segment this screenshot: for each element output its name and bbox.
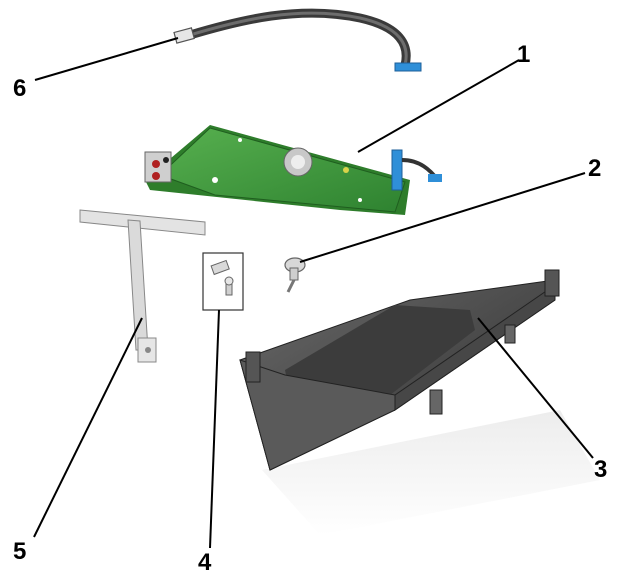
controller-board — [144, 125, 442, 215]
mounting-bracket — [79, 209, 206, 363]
leader-line-1 — [357, 59, 520, 153]
callout-2: 2 — [588, 155, 602, 182]
leader-line-5 — [33, 317, 143, 538]
leader-line-2 — [299, 172, 586, 263]
ribbon-cable — [173, 8, 422, 72]
callout-4: 4 — [198, 549, 212, 576]
callout-1: 1 — [517, 41, 531, 68]
callout-3: 3 — [594, 456, 608, 483]
callout-5: 5 — [13, 538, 27, 565]
leader-lines — [33, 37, 594, 549]
leader-line-3 — [477, 317, 594, 459]
leader-line-6 — [34, 37, 179, 81]
thumbscrew — [284, 257, 306, 293]
housing-cover — [239, 269, 600, 535]
leader-line-4 — [209, 309, 220, 549]
callout-6: 6 — [13, 75, 27, 102]
screws-pack — [202, 252, 244, 311]
